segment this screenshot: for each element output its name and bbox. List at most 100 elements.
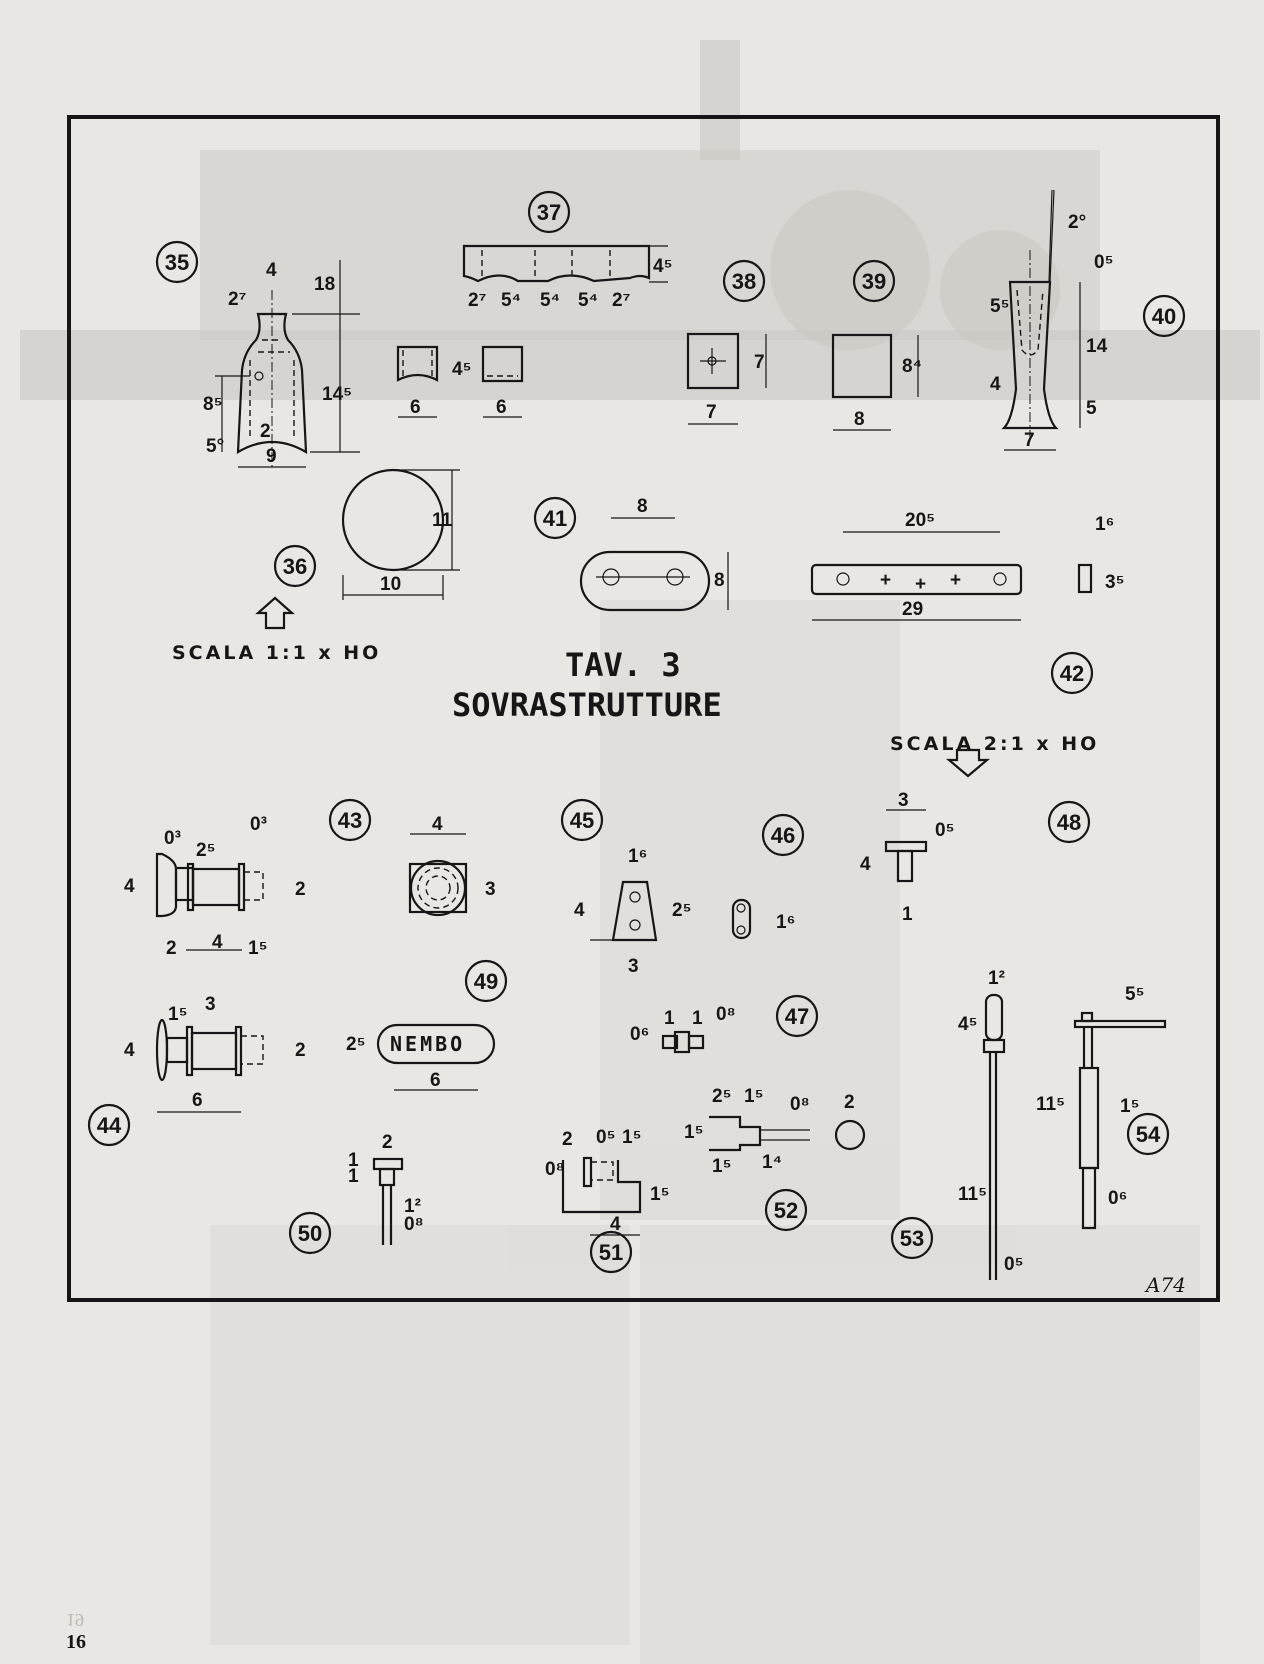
dimension-label: 11 [432, 510, 453, 531]
dimension-label: 2⁵ [346, 1034, 366, 1055]
page-number: 16 [66, 1631, 86, 1653]
part-number: 51 [599, 1240, 623, 1265]
part-36: 36 11 10 [273, 468, 460, 600]
part-50: 50 2 1 1 1² 0⁸ [288, 1132, 424, 1255]
dimension-label: 0⁵ [935, 820, 955, 841]
dimension-label: 4 [574, 900, 585, 921]
dimension-label: 4 [124, 1040, 135, 1061]
dimension-label: 9 [266, 446, 277, 467]
dimension-label: 4 [860, 854, 871, 875]
dimension-label: 7 [754, 352, 765, 373]
plate-subtitle: SOVRASTRUTTURE [452, 686, 722, 724]
dimension-label: 8⁴ [902, 356, 922, 377]
part-49: 49 NEMBO 2⁵ 6 [346, 959, 508, 1091]
dimension-label: 2⁷ [228, 289, 247, 310]
part-number: 42 [1060, 661, 1084, 686]
dimension-label: 5 [1086, 398, 1097, 419]
dimension-label: 3 [628, 956, 639, 977]
dimension-label: 1² [404, 1196, 421, 1217]
part-number: 39 [862, 269, 886, 294]
dimension-label: 5⁵ [1125, 984, 1145, 1005]
dimension-label: 1² [988, 968, 1005, 989]
part-41: 41 8 8 [533, 496, 729, 612]
dimension-label: 1 [902, 904, 913, 925]
dimension-label: 0⁸ [545, 1159, 565, 1180]
dimension-label: 0³ [164, 828, 181, 849]
dimension-label: 10 [380, 574, 401, 595]
dimension-label: 2 [295, 879, 306, 900]
part-number: 47 [785, 1004, 809, 1029]
part-40: 40 2° 0⁵ 5⁵ 14 4 5 7 [990, 189, 1186, 451]
dimension-label: 1⁵ [168, 1004, 188, 1025]
dimension-label: 1⁶ [628, 846, 647, 867]
dimension-label: 0⁶ [630, 1024, 649, 1045]
dimension-label: 1 [664, 1008, 675, 1029]
part-number: 53 [900, 1226, 924, 1251]
part-44: 44 1⁵ 3 4 2 6 [87, 994, 306, 1147]
dimension-label: 18 [314, 274, 335, 295]
artist-signature: A74 [1144, 1273, 1186, 1297]
dimension-label: 20⁵ [905, 510, 935, 531]
scale-1-1-label: SCALA 1:1 x HO [172, 642, 381, 664]
scale-2-1-label-group: SCALA 2:1 x HO [890, 733, 1099, 778]
dimension-label: 29 [902, 599, 923, 620]
dimension-label: 3⁵ [1105, 572, 1125, 593]
dimension-label: 5⁴ [578, 290, 598, 311]
part-number: 54 [1136, 1122, 1161, 1147]
part-46: 46 1⁶ [731, 813, 805, 940]
part-37: 37 4⁵ 2⁷ 5⁴ 5⁴ 5⁴ 2⁷ 4⁵ 6 6 [396, 190, 673, 418]
dimension-label: 0⁵ [1094, 252, 1114, 273]
dimension-label: 1⁵ [248, 938, 268, 959]
dimension-label: 4 [610, 1214, 621, 1235]
dimension-label: 5⁴ [540, 290, 560, 311]
dimension-label: 1⁵ [1120, 1096, 1140, 1117]
svg-text:+: + [880, 570, 891, 591]
dimension-label: 1⁵ [650, 1184, 670, 1205]
dimension-label: 4⁵ [452, 359, 472, 380]
dimension-label: 1⁵ [684, 1122, 704, 1143]
dimension-label: 2⁷ [612, 290, 631, 311]
part-number: 45 [570, 808, 594, 833]
part-35: 35 4 18 2⁷ 14⁵ 8⁵ 2 9 5° [155, 240, 360, 470]
dimension-label: 3 [485, 879, 496, 900]
dimension-label: 8⁵ [203, 394, 223, 415]
dimension-label: 1⁶ [776, 912, 795, 933]
part-42: 42 + + + 20⁵ 29 1⁶ 3⁵ [810, 510, 1125, 695]
dimension-label: 3 [205, 994, 216, 1015]
bleed-through-text [210, 600, 1200, 1664]
dimension-label: 4⁵ [958, 1014, 978, 1035]
dimension-label: 4 [212, 932, 223, 953]
part-51: 51 0⁸ 2 0⁵ 1⁵ 1⁵ 4 [545, 1127, 670, 1274]
svg-text:+: + [950, 570, 961, 591]
dimension-label: 2⁷ [468, 290, 487, 311]
mirrored-page-number: 19 [66, 1610, 84, 1630]
part-number: 43 [338, 808, 362, 833]
dimension-label: 1⁴ [762, 1152, 782, 1173]
dimension-label: 1⁶ [1095, 514, 1114, 535]
dimension-label: 11⁵ [958, 1184, 987, 1205]
dimension-label: 2⁵ [672, 900, 692, 921]
part-number: 36 [283, 554, 307, 579]
dimension-label: 0⁸ [716, 1004, 736, 1025]
dimension-label: 0⁸ [790, 1094, 810, 1115]
part-number: 44 [97, 1113, 122, 1138]
scale-2-1-label: SCALA 2:1 x HO [890, 733, 1099, 755]
dimension-label: 4 [124, 876, 135, 897]
part-43: 43 0³ 0³ 2⁵ 4 2 2 4 1⁵ 4 3 [124, 798, 496, 959]
part-number: 41 [543, 506, 567, 531]
dimension-label: 7 [706, 402, 717, 423]
svg-text:+: + [915, 574, 926, 595]
dimension-label: 2 [844, 1092, 855, 1113]
part-47: 47 0⁶ 1 1 0⁸ 2⁵ 1⁵ 0⁸ 1⁵ 1⁵ 1⁴ 2 [630, 994, 866, 1177]
dimension-label: 2 [382, 1132, 393, 1153]
part-53: 53 1² 4⁵ 11⁵ 0⁵ [890, 968, 1024, 1280]
dimension-label: 1⁵ [712, 1156, 732, 1177]
dimension-label: 14 [1086, 336, 1108, 357]
part-number: 48 [1057, 810, 1081, 835]
dimension-label: 4⁵ [653, 256, 673, 277]
dimension-label: 1 [692, 1008, 703, 1029]
dimension-label: 2 [166, 938, 177, 959]
part-number: 50 [298, 1221, 322, 1246]
dimension-label: 5° [206, 436, 224, 457]
